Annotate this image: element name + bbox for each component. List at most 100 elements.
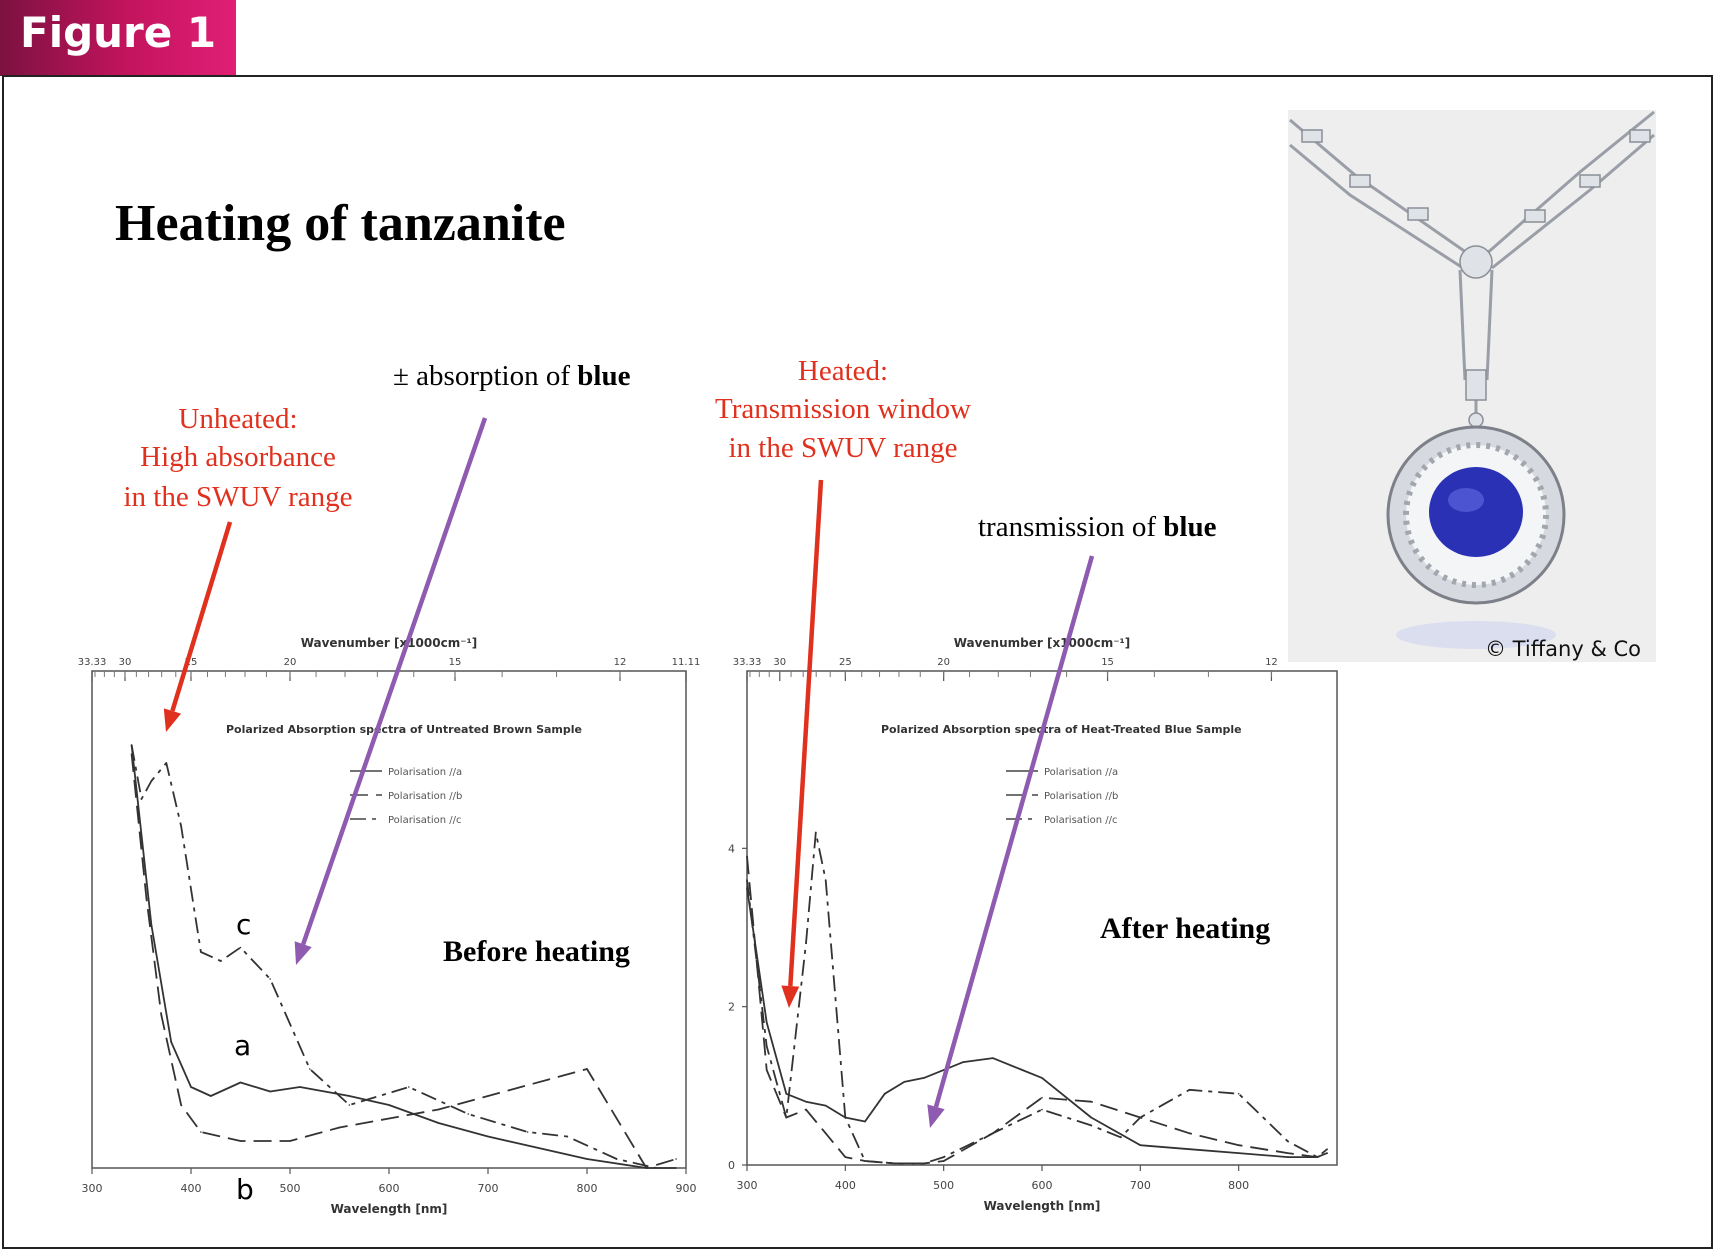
top-tick-label: 30 [119,657,132,668]
series-point-3 [1090,1124,1092,1127]
x-tick-label: 900 [676,1182,697,1195]
series-point-2 [586,1068,588,1070]
series-point-1 [675,1167,677,1169]
top-tick-label: 30 [773,657,786,668]
figure-tab: Figure 1 [0,0,236,76]
series-point-1 [239,1081,242,1084]
x-tick-label: 300 [737,1179,758,1192]
legend-label: Polarisation //b [388,791,462,802]
legend-label: Polarisation //a [1044,767,1118,778]
necklace-photo: © Tiffany & Co [1288,110,1656,662]
series-point-3 [1316,1156,1319,1158]
absorption-blue-label: ± absorption of blue [393,360,631,392]
series-point-2 [388,1117,390,1120]
top-tick-label: 15 [449,657,462,668]
top-tick-label: 15 [1101,657,1114,668]
legend-label: Polarisation //a [388,767,462,778]
series-point-2 [746,855,748,858]
series-point-2 [239,1140,242,1142]
series-point-2 [675,1158,677,1160]
series-point-3 [219,960,222,962]
series-point-1 [962,1061,965,1063]
series-point-2 [145,897,148,899]
series-point-3 [309,1068,311,1070]
series-point-3 [348,1104,351,1106]
series-point-3 [942,1156,945,1158]
series-point-2 [1326,1152,1328,1154]
series-label-a: a [234,1029,251,1062]
series-point-2 [645,1167,648,1169]
arrow-transmission-blue-head [927,1104,945,1128]
series-line-2 [746,856,1328,1165]
unheated-label-line1: Unheated: [178,403,297,435]
series-point-1 [923,1077,925,1079]
series-point-3 [200,951,202,953]
series-point-2 [200,1131,202,1133]
after-heating-label: After heating [1100,912,1270,945]
series-point-2 [338,1126,341,1129]
series-point-3 [893,1162,896,1165]
series-point-3 [1041,1108,1043,1111]
series-point-3 [992,1132,994,1135]
before-heating-label: Before heating [443,935,630,968]
series-point-1 [586,1158,588,1160]
arrow-transmission-blue-shaft [933,555,1095,1108]
series-point-3 [655,1167,658,1169]
x-tick-label: 500 [280,1182,301,1195]
x-tick-label: 600 [379,1182,400,1195]
series-point-3 [923,1162,925,1165]
top-tick-label: 25 [839,657,852,668]
series-point-1 [269,1090,272,1093]
series-point-1 [864,1120,866,1123]
photo-credit: © Tiffany & Co [1485,637,1641,661]
series-point-2 [942,1160,945,1162]
series-point-1 [992,1057,994,1059]
series-point-3 [1326,1148,1328,1150]
series-point-1 [1287,1156,1289,1158]
series-point-3 [130,744,133,746]
series-point-3 [150,780,153,782]
legend-label: Polarisation //c [1044,815,1118,826]
series-point-3 [805,942,807,945]
series-point-2 [130,753,133,755]
x-tick-label: 600 [1032,1179,1053,1192]
series-point-1 [388,1104,390,1106]
series-point-2 [844,1156,847,1158]
series-point-1 [190,1086,192,1088]
series-point-1 [903,1081,906,1083]
series-point-2 [180,1104,182,1106]
transmission-blue-label: transmission of blue [978,511,1217,543]
top-tick-label: 33.33 [78,657,107,668]
series-line-3 [746,831,1328,1165]
series-point-1 [170,1041,172,1043]
series-point-3 [864,1160,866,1162]
series-point-3 [269,978,272,980]
series-point-3 [165,762,168,764]
top-tick-label: 12 [614,657,627,668]
series-point-1 [1139,1144,1142,1147]
x-axis-label: Wavelength [nm] [331,1202,448,1216]
series-point-2 [1090,1100,1092,1103]
series-point-3 [1237,1092,1240,1095]
series-point-3 [1139,1116,1142,1119]
series-point-2 [765,1069,768,1071]
x-tick-label: 400 [835,1179,856,1192]
x-tick-label: 500 [933,1179,954,1192]
heated-label-line1: Heated: [798,355,888,387]
series-point-1 [785,1092,788,1095]
series-point-2 [437,1108,440,1111]
series-point-1 [1021,1069,1024,1071]
x-tick-label: 300 [82,1182,103,1195]
chart-title: Polarized Absorption spectra of Untreate… [226,723,582,736]
series-point-3 [239,946,242,949]
series-point-3 [785,1116,788,1119]
series-point-2 [160,1014,163,1016]
legend-label: Polarisation //c [388,815,462,826]
figure-label: Figure 1 [20,8,217,57]
series-point-2 [1188,1132,1191,1135]
x-axis-label: Wavelength [nm] [984,1199,1101,1213]
series-point-3 [1119,1136,1122,1139]
heated-label-line2: Transmission window [715,393,971,425]
